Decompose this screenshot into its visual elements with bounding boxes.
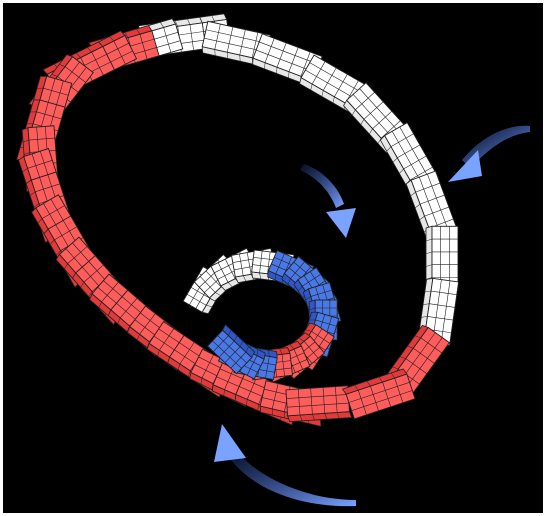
outer-tile <box>286 386 352 422</box>
